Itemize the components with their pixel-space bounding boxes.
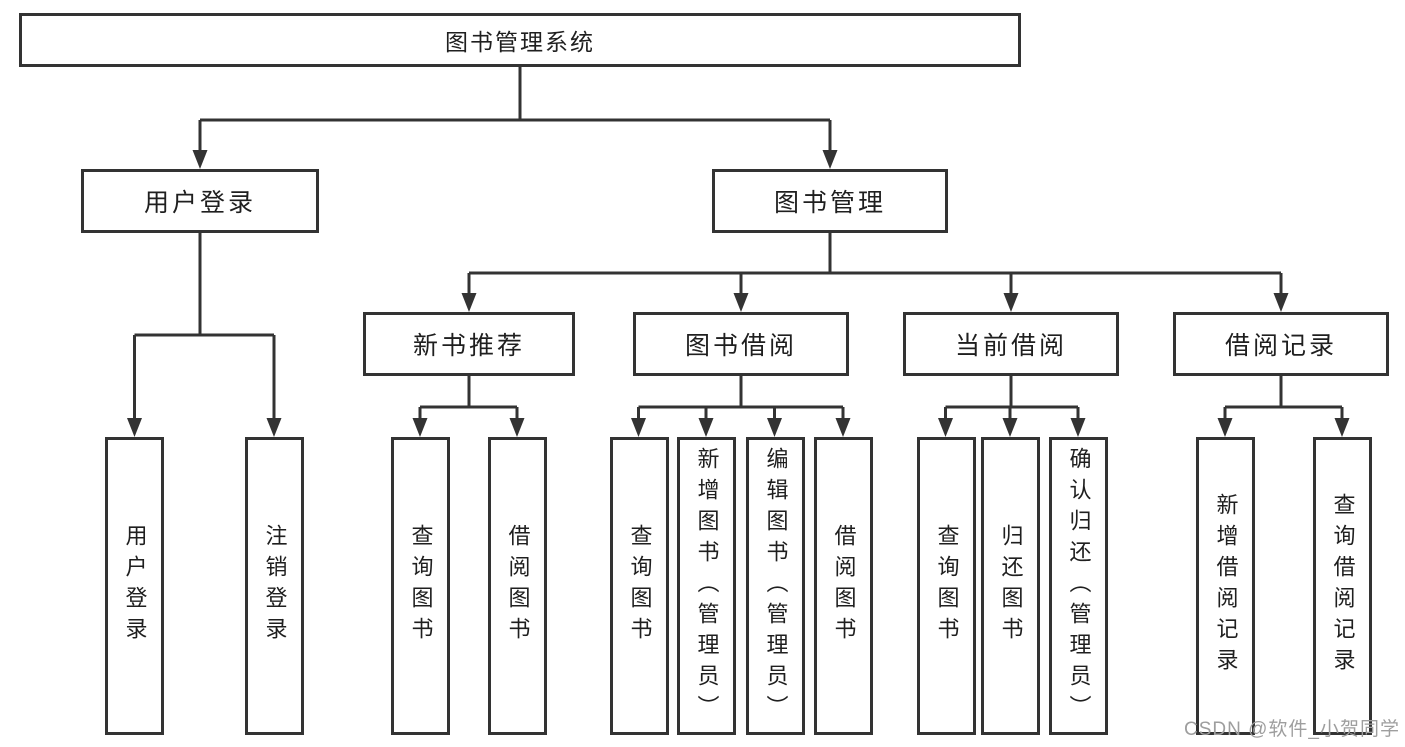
node-confirm-return-admin: 确认归还（管理员） [1049,437,1108,735]
node-new-book-recommend: 新书推荐 [363,312,575,376]
node-label: 归还图书 [998,524,1024,648]
node-label: 图书管理系统 [445,29,595,55]
node-label: 查询图书 [627,524,653,648]
node-query-books-borrowing: 查询图书 [610,437,669,735]
node-label: 确认归还（管理员） [1066,446,1092,726]
node-add-book-admin: 新增图书（管理员） [677,437,736,735]
node-query-books-current: 查询图书 [917,437,976,735]
arrowheads [127,150,1350,437]
node-borrow-books-leaf: 借阅图书 [814,437,873,735]
node-book-borrowing: 图书借阅 [633,312,849,376]
node-edit-book-admin: 编辑图书（管理员） [746,437,805,735]
node-add-borrow-record: 新增借阅记录 [1196,437,1255,735]
node-label: 新书推荐 [412,332,525,360]
node-label: 借阅记录 [1224,332,1337,360]
node-library-management-system: 图书管理系统 [19,13,1021,67]
node-borrowing-records: 借阅记录 [1173,312,1389,376]
node-user-login: 用户登录 [81,169,319,233]
node-borrow-books-recommend: 借阅图书 [488,437,547,735]
node-label: 编辑图书（管理员） [763,446,789,726]
node-label: 当前借阅 [954,332,1067,360]
node-query-borrow-record: 查询借阅记录 [1313,437,1372,735]
node-user-login-leaf: 用户登录 [105,437,164,735]
connector-line-group [133,67,1344,418]
node-label: 注销登录 [262,524,288,648]
node-label: 用户登录 [143,189,256,217]
node-book-management: 图书管理 [712,169,948,233]
node-return-books: 归还图书 [981,437,1040,735]
node-label: 用户登录 [122,524,148,648]
node-label: 查询图书 [934,524,960,648]
node-label: 图书借阅 [684,332,797,360]
node-query-books-recommend: 查询图书 [391,437,450,735]
node-label: 新增借阅记录 [1213,493,1239,679]
node-label: 新增图书（管理员） [694,446,720,726]
node-label: 查询借阅记录 [1330,493,1356,679]
node-label: 图书管理 [773,189,886,217]
node-label: 查询图书 [408,524,434,648]
node-current-borrowing: 当前借阅 [903,312,1119,376]
watermark: CSDN @软件_小贺同学 [1184,719,1400,740]
node-logout-leaf: 注销登录 [245,437,304,735]
node-label: 借阅图书 [831,524,857,648]
node-label: 借阅图书 [505,524,531,648]
